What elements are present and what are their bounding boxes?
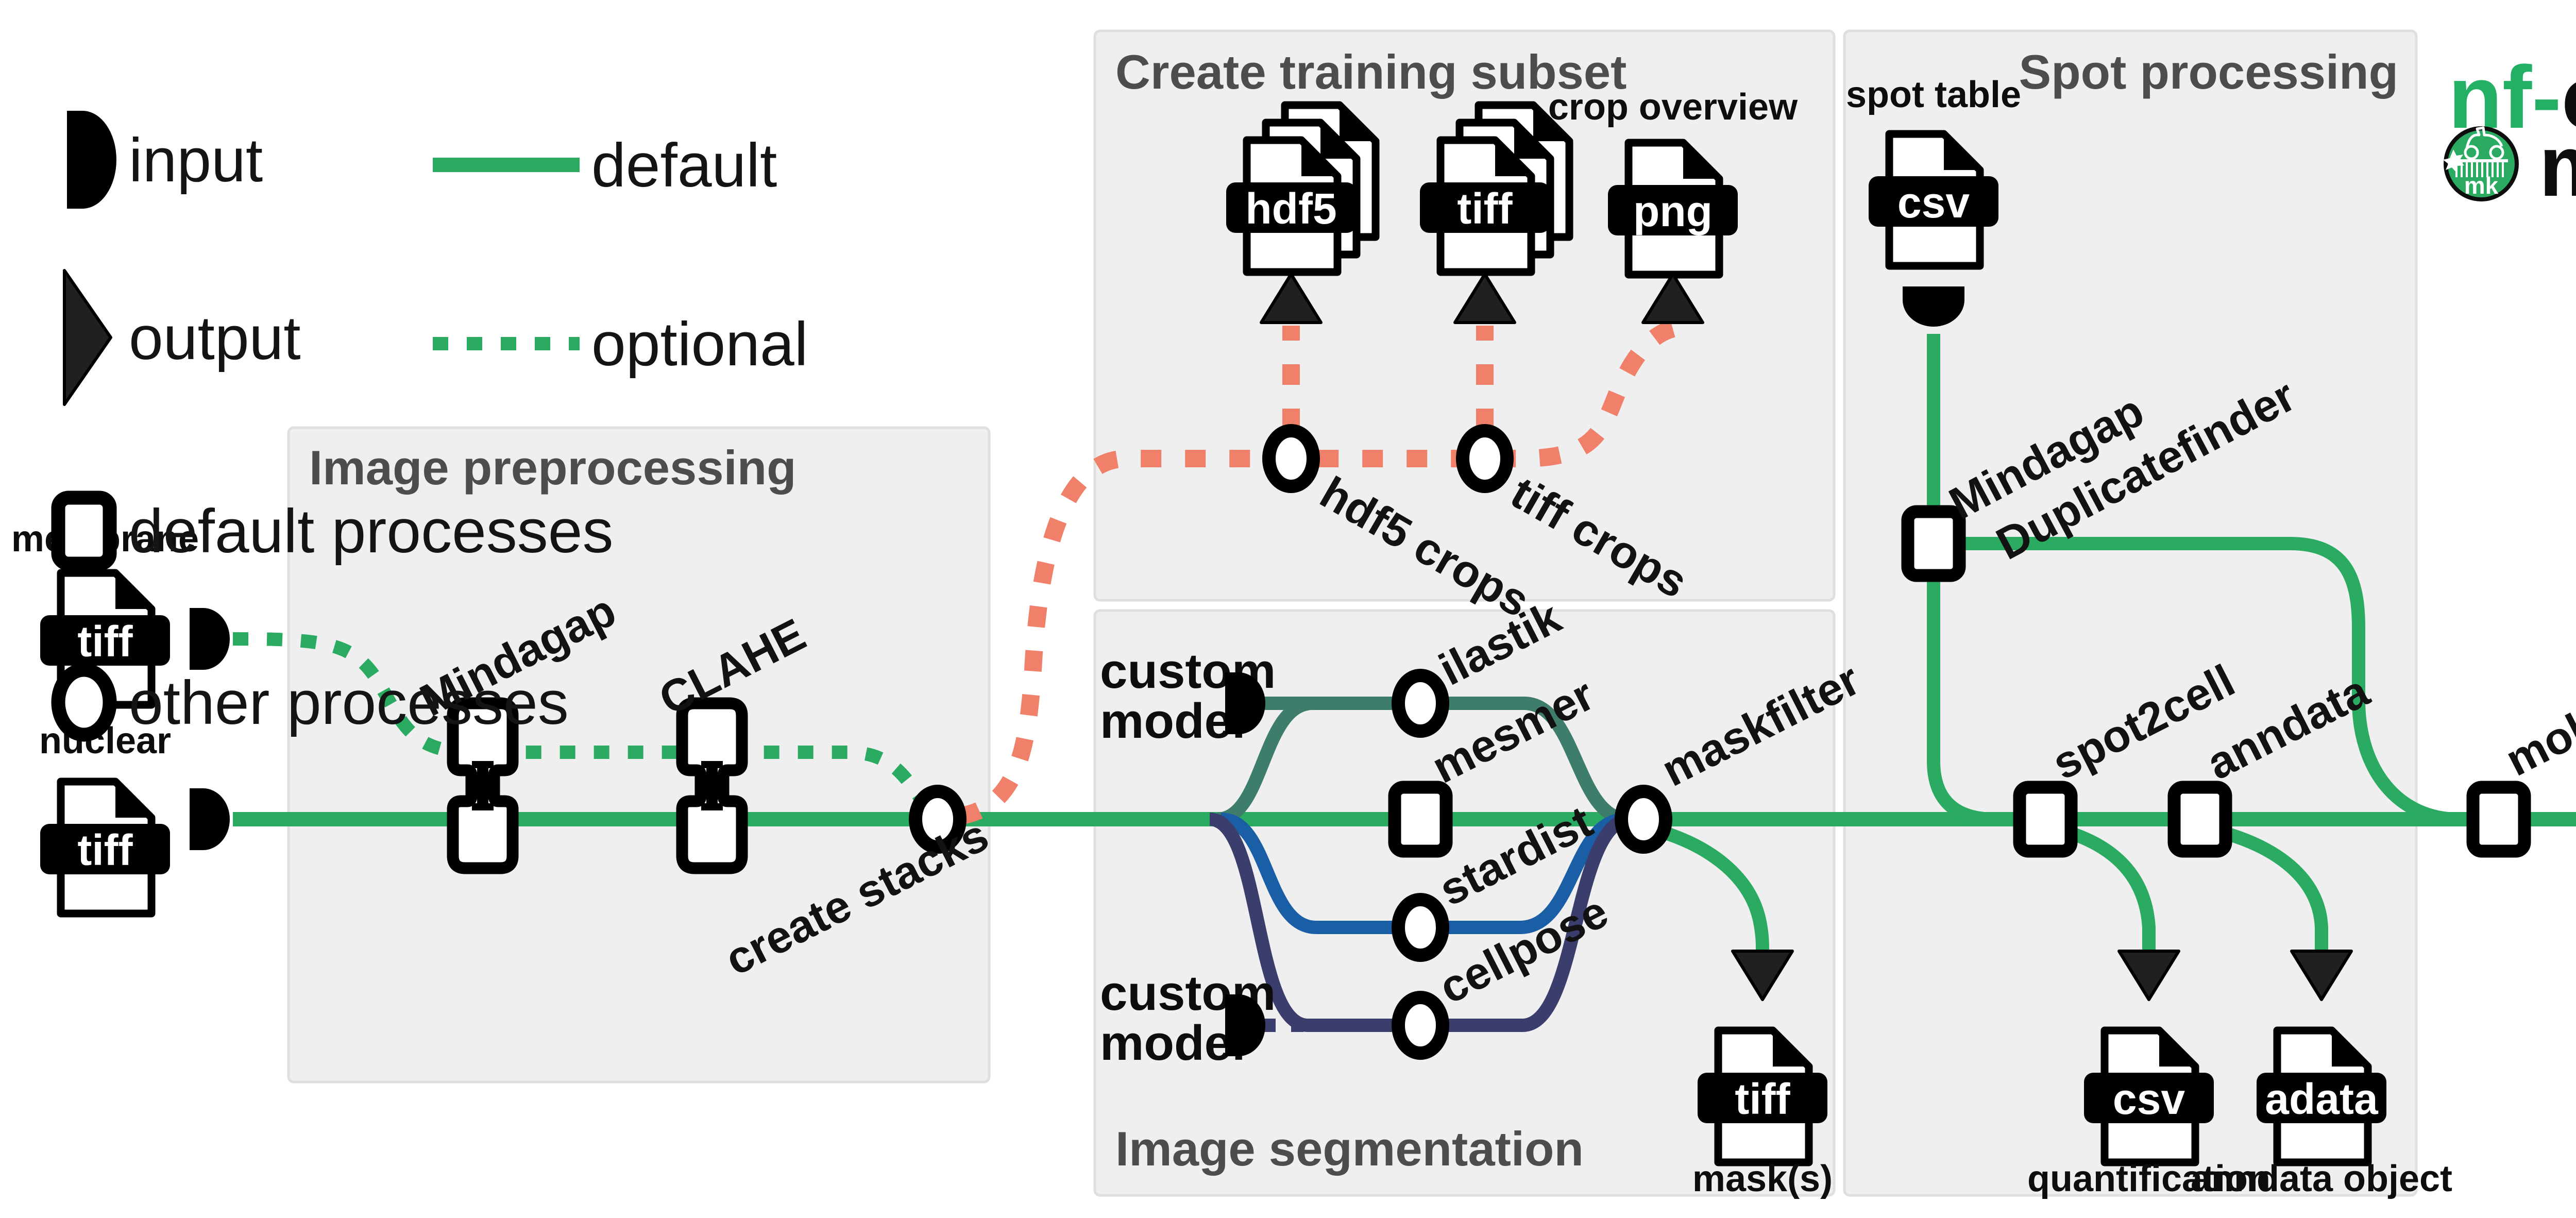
mask-file-type: tiff (1735, 1075, 1790, 1123)
quantification-output: csv quantification (2027, 951, 2270, 1199)
nuclear-file-type: tiff (77, 826, 133, 874)
nf-core-molkart-logo: nf-core/ mk molkart (2443, 48, 2576, 214)
mk-badge-icon: mk (2443, 126, 2519, 201)
quantification-csv-file-icon: csv (2084, 1030, 2214, 1162)
mask-tiff-file-icon: tiff (1698, 1030, 1827, 1162)
anndata-object-output: adata anndata object (2191, 951, 2452, 1199)
edge-membrane-optional (232, 632, 930, 808)
edge-anndata-out (2212, 823, 2328, 951)
logo-pipeline-text: molkart (2539, 117, 2576, 214)
image-segmentation-label: Image segmentation (1115, 1122, 1584, 1176)
legend-optional-line-label: optional (591, 310, 808, 379)
quantification-file-type: csv (2113, 1075, 2185, 1123)
spot2cell-node-icon (2020, 787, 2071, 851)
png-file-type: png (1633, 187, 1713, 235)
hdf5-crops-node-icon (1269, 431, 1313, 486)
legend-output-label: output (129, 303, 301, 373)
logo-core: core/ (2562, 48, 2576, 147)
membrane-tiff-file-icon: tiff (40, 573, 170, 705)
legend: input output default processes other pro… (51, 111, 808, 742)
edge-quantification-out (2059, 823, 2156, 951)
spot-table-csv-file-icon: csv (1869, 134, 1998, 266)
membrane-file-type: tiff (77, 617, 133, 666)
molkartqc-label: molkartqc (2498, 642, 2576, 786)
edge-ilastik-lane (1263, 697, 1629, 826)
legend-default-processes-label: default processes (129, 497, 614, 566)
custom-model-top: custom model (1100, 644, 1276, 749)
image-segmentation-box (1093, 609, 1836, 1197)
mk-badge-text: mk (2464, 172, 2499, 199)
legend-default-process-icon (51, 490, 117, 571)
duplicatefinder-node-icon (1908, 512, 1959, 576)
crop-overview-label: crop overview (1548, 87, 1798, 128)
png-file-icon: png (1608, 143, 1738, 275)
image-preprocessing-label: Image preprocessing (309, 441, 796, 495)
ilastik-node-icon (1398, 675, 1443, 731)
anndata-object-label: anndata object (2191, 1158, 2452, 1199)
spot-table-label: spot table (1846, 74, 2021, 115)
legend-input-icon (67, 111, 116, 209)
tiff-crops-file-icon: tiff (1420, 105, 1569, 272)
hdf5-crops-file-icon: hdf5 (1226, 105, 1376, 272)
membrane-input-icon (190, 608, 230, 670)
mask-output: tiff mask(s) (1692, 951, 1833, 1199)
edge-training-optional (957, 320, 1682, 825)
maskfilter-node-icon (1621, 791, 1666, 847)
anndata-adata-file-icon: adata (2257, 1030, 2386, 1162)
nuclear-input-icon (190, 788, 230, 850)
spot-table-input: spot table csv (1846, 74, 2021, 327)
spot-processing-box (1843, 29, 2418, 1197)
custom-model-top-line2: model (1100, 693, 1246, 749)
spot-processing-label: Spot processing (2019, 45, 2398, 99)
custom-model-bottom: custom model (1100, 966, 1276, 1071)
custom-model-bottom-line2: model (1100, 1016, 1246, 1071)
quantification-label: quantification (2027, 1158, 2270, 1199)
spot-table-file-type: csv (1897, 178, 1970, 227)
nuclear-tiff-file-icon: tiff (40, 782, 170, 914)
legend-input-label: input (129, 126, 263, 195)
cellpose-node-icon (1398, 997, 1443, 1053)
tiff-crops-file-type: tiff (1457, 184, 1513, 233)
legend-other-processes-label: other processes (129, 668, 569, 737)
input-nuclear: nuclear tiff (39, 720, 230, 914)
molkartqc-node-icon (2473, 787, 2524, 851)
legend-default-line-label: default (591, 131, 777, 200)
legend-other-process-icon (51, 663, 117, 742)
create-training-subset-label: Create training subset (1115, 45, 1626, 99)
hdf5-file-type: hdf5 (1245, 184, 1336, 233)
anndata-file-type: adata (2265, 1075, 2379, 1123)
tiff-crops-node-icon (1463, 431, 1507, 486)
anndata-node-icon (2174, 787, 2226, 851)
stardist-node-icon (1398, 900, 1443, 955)
edge-mask-out (1654, 823, 1769, 952)
edge-duplicatefinder-right (1958, 537, 2459, 826)
legend-output-icon (63, 269, 112, 406)
mask-label: mask(s) (1692, 1158, 1833, 1199)
mesmer-node-icon (1395, 787, 1446, 851)
edge-duplicatefinder-down (1927, 580, 1995, 826)
